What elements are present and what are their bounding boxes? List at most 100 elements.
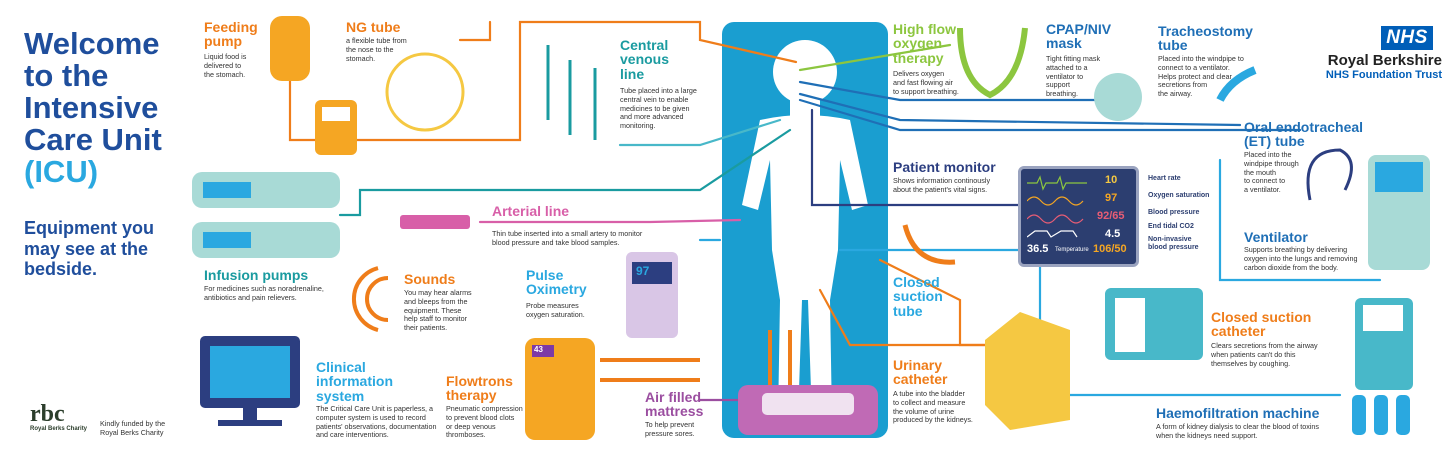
monitor-label-etco2: End tidal CO2: [1148, 223, 1194, 230]
patient-monitor-screen: 10 97 92/65 4.5 36.5 Temperature 106/50: [1018, 166, 1139, 267]
desc-line: help staff to monitor: [404, 314, 467, 324]
title-line: Oral endotracheal: [1244, 119, 1364, 135]
desc-line: The Critical Care Unit is paperless, a: [316, 404, 434, 413]
closed-suction-catheter-title: Closed suction catheter: [1211, 310, 1311, 339]
title-line: suction: [893, 288, 943, 305]
page-title: Welcome to the Intensive Care Unit (ICU): [24, 28, 162, 188]
title-line: Closed: [893, 274, 940, 290]
title-line: Oximetry: [526, 281, 587, 298]
desc-line: about the patient's vital signs.: [893, 184, 988, 194]
et-tube-shape: [1306, 148, 1353, 201]
title-line: Clinical: [316, 359, 366, 375]
cpap-mask-shape: [1094, 73, 1142, 121]
desc-line: when patients can't do this: [1211, 349, 1296, 359]
title-line: CPAP/NIV: [1046, 21, 1112, 37]
desc-line: windpipe through: [1244, 158, 1299, 168]
trust-sub-line: NHS Foundation Trust: [1325, 69, 1442, 81]
charity-funded-line: Kindly funded by the: [100, 419, 166, 428]
flowtrons-reading: 43: [534, 345, 543, 354]
title-accent: (ICU): [24, 153, 99, 189]
patient-silhouette: [742, 40, 868, 420]
charity-funded-line: Royal Berks Charity: [100, 427, 164, 437]
title-line: catheter: [1211, 323, 1266, 340]
subtitle-line: may see at the: [24, 238, 149, 259]
desc-line: Liquid food is: [204, 52, 247, 61]
feeding-bag: [270, 16, 310, 81]
page-subtitle: Equipment you may see at the bedside.: [24, 218, 154, 280]
charity-logo-caption: Royal Berks Charity: [30, 426, 88, 432]
desc-line: Pneumatic compression: [446, 404, 523, 413]
title-line: system: [316, 387, 365, 404]
subtitle-line: bedside.: [24, 259, 98, 280]
feeding-pump-title: Feeding pump: [204, 20, 258, 49]
desc-line: carbon dioxide from the body.: [1244, 262, 1339, 272]
desc-line: blood pressure and take blood samples.: [492, 237, 620, 247]
title-line: oxygen: [893, 35, 943, 52]
ng-tube-title: NG tube: [346, 19, 401, 35]
flowtrons-title: Flowtrons therapy: [446, 374, 513, 403]
desc-line: Helps protect and clear: [1158, 71, 1232, 81]
title-line: mattress: [645, 403, 704, 420]
high-flow-cannula: [957, 27, 1028, 99]
feeding-pump-desc: Liquid food is delivered to the stomach.: [204, 52, 247, 79]
monitor-heart-rate: 10: [1105, 174, 1118, 186]
flowtrons-tubes: [600, 330, 792, 400]
ng-tube-desc: a flexible tube from the nose to the sto…: [346, 36, 407, 63]
desc-line: breathing.: [1046, 89, 1078, 99]
title-line: venous: [620, 51, 670, 68]
trust-name-line: Royal Berkshire: [1327, 52, 1442, 69]
desc-line: the nose to the: [346, 44, 394, 54]
desc-line: Shows information continously: [893, 176, 991, 185]
desc-line: or deep venous: [446, 421, 496, 431]
tracheostomy-title: Tracheostomy tube: [1158, 24, 1253, 53]
desc-line: Supports breathing by delivering: [1244, 245, 1348, 254]
clinical-info-title: Clinical information system: [316, 360, 393, 403]
desc-line: ventilator to: [1046, 71, 1084, 81]
desc-line: the volume of urine: [893, 406, 955, 416]
line-feeding: [288, 20, 798, 142]
line-monitor: [810, 108, 1020, 207]
tracheostomy-shape: [1216, 66, 1257, 102]
cpap-desc: Tight fitting mask attached to a ventila…: [1046, 54, 1100, 99]
central-line-device: [546, 45, 597, 140]
patient-monitor-desc: Shows information continously about the …: [893, 176, 991, 195]
urinary-catheter-title: Urinary catheter: [893, 358, 947, 387]
title-line: Flowtrons: [446, 373, 513, 389]
desc-line: the mouth: [1244, 167, 1276, 177]
pulse-ox-desc: Probe measures oxygen saturation.: [526, 301, 585, 320]
suction-tube-shape: [902, 224, 956, 265]
desc-line: You may hear alarms: [404, 288, 472, 297]
desc-line: Clears secretions from the airway: [1211, 341, 1318, 350]
closed-suction-tube-title: Closed suction tube: [893, 275, 943, 318]
sounds-waves: [351, 266, 389, 332]
infusion-pumps-desc: For medicines such as noradrenaline, ant…: [204, 284, 324, 303]
sounds-title: Sounds: [404, 271, 456, 287]
pulse-ox-reading: 97: [636, 264, 650, 278]
desc-line: central vein to enable: [620, 94, 689, 104]
desc-line: attached to a: [1046, 62, 1088, 72]
monitor-temp-label: Temperature: [1055, 247, 1089, 253]
monitor-etco2: 4.5: [1105, 228, 1121, 240]
ng-tube-coil: [385, 52, 465, 132]
desc-line: thromboses.: [446, 430, 486, 440]
desc-line: A tube into the bladder: [893, 389, 965, 398]
desc-line: computer system is used to record: [316, 412, 426, 422]
line-central: [618, 118, 782, 147]
subtitle-line: Equipment you: [24, 218, 154, 238]
desc-line: and care interventions.: [316, 430, 389, 440]
central-line-title: Central venous line: [620, 38, 669, 81]
desc-line: a ventilator.: [1244, 185, 1281, 195]
desc-line: Placed into the windpipe to: [1158, 54, 1244, 63]
desc-line: secretions from: [1158, 80, 1208, 90]
title-line: Closed suction: [1211, 309, 1312, 325]
air-mattress-title: Air filled mattress: [645, 390, 703, 419]
monitor-label-nibp: Non-invasive blood pressure: [1148, 236, 1199, 251]
arterial-syringe: [400, 215, 470, 229]
line-et: [798, 98, 1302, 132]
title-line: Air filled: [645, 389, 702, 405]
air-mattress-desc: To help prevent pressure sores.: [645, 420, 695, 439]
tracheostomy-desc: Placed into the windpipe to connect to a…: [1158, 54, 1244, 99]
flowtrons-desc: Pneumatic compression to prevent blood c…: [446, 404, 523, 440]
monitor-nibp: 106/50: [1093, 243, 1127, 255]
